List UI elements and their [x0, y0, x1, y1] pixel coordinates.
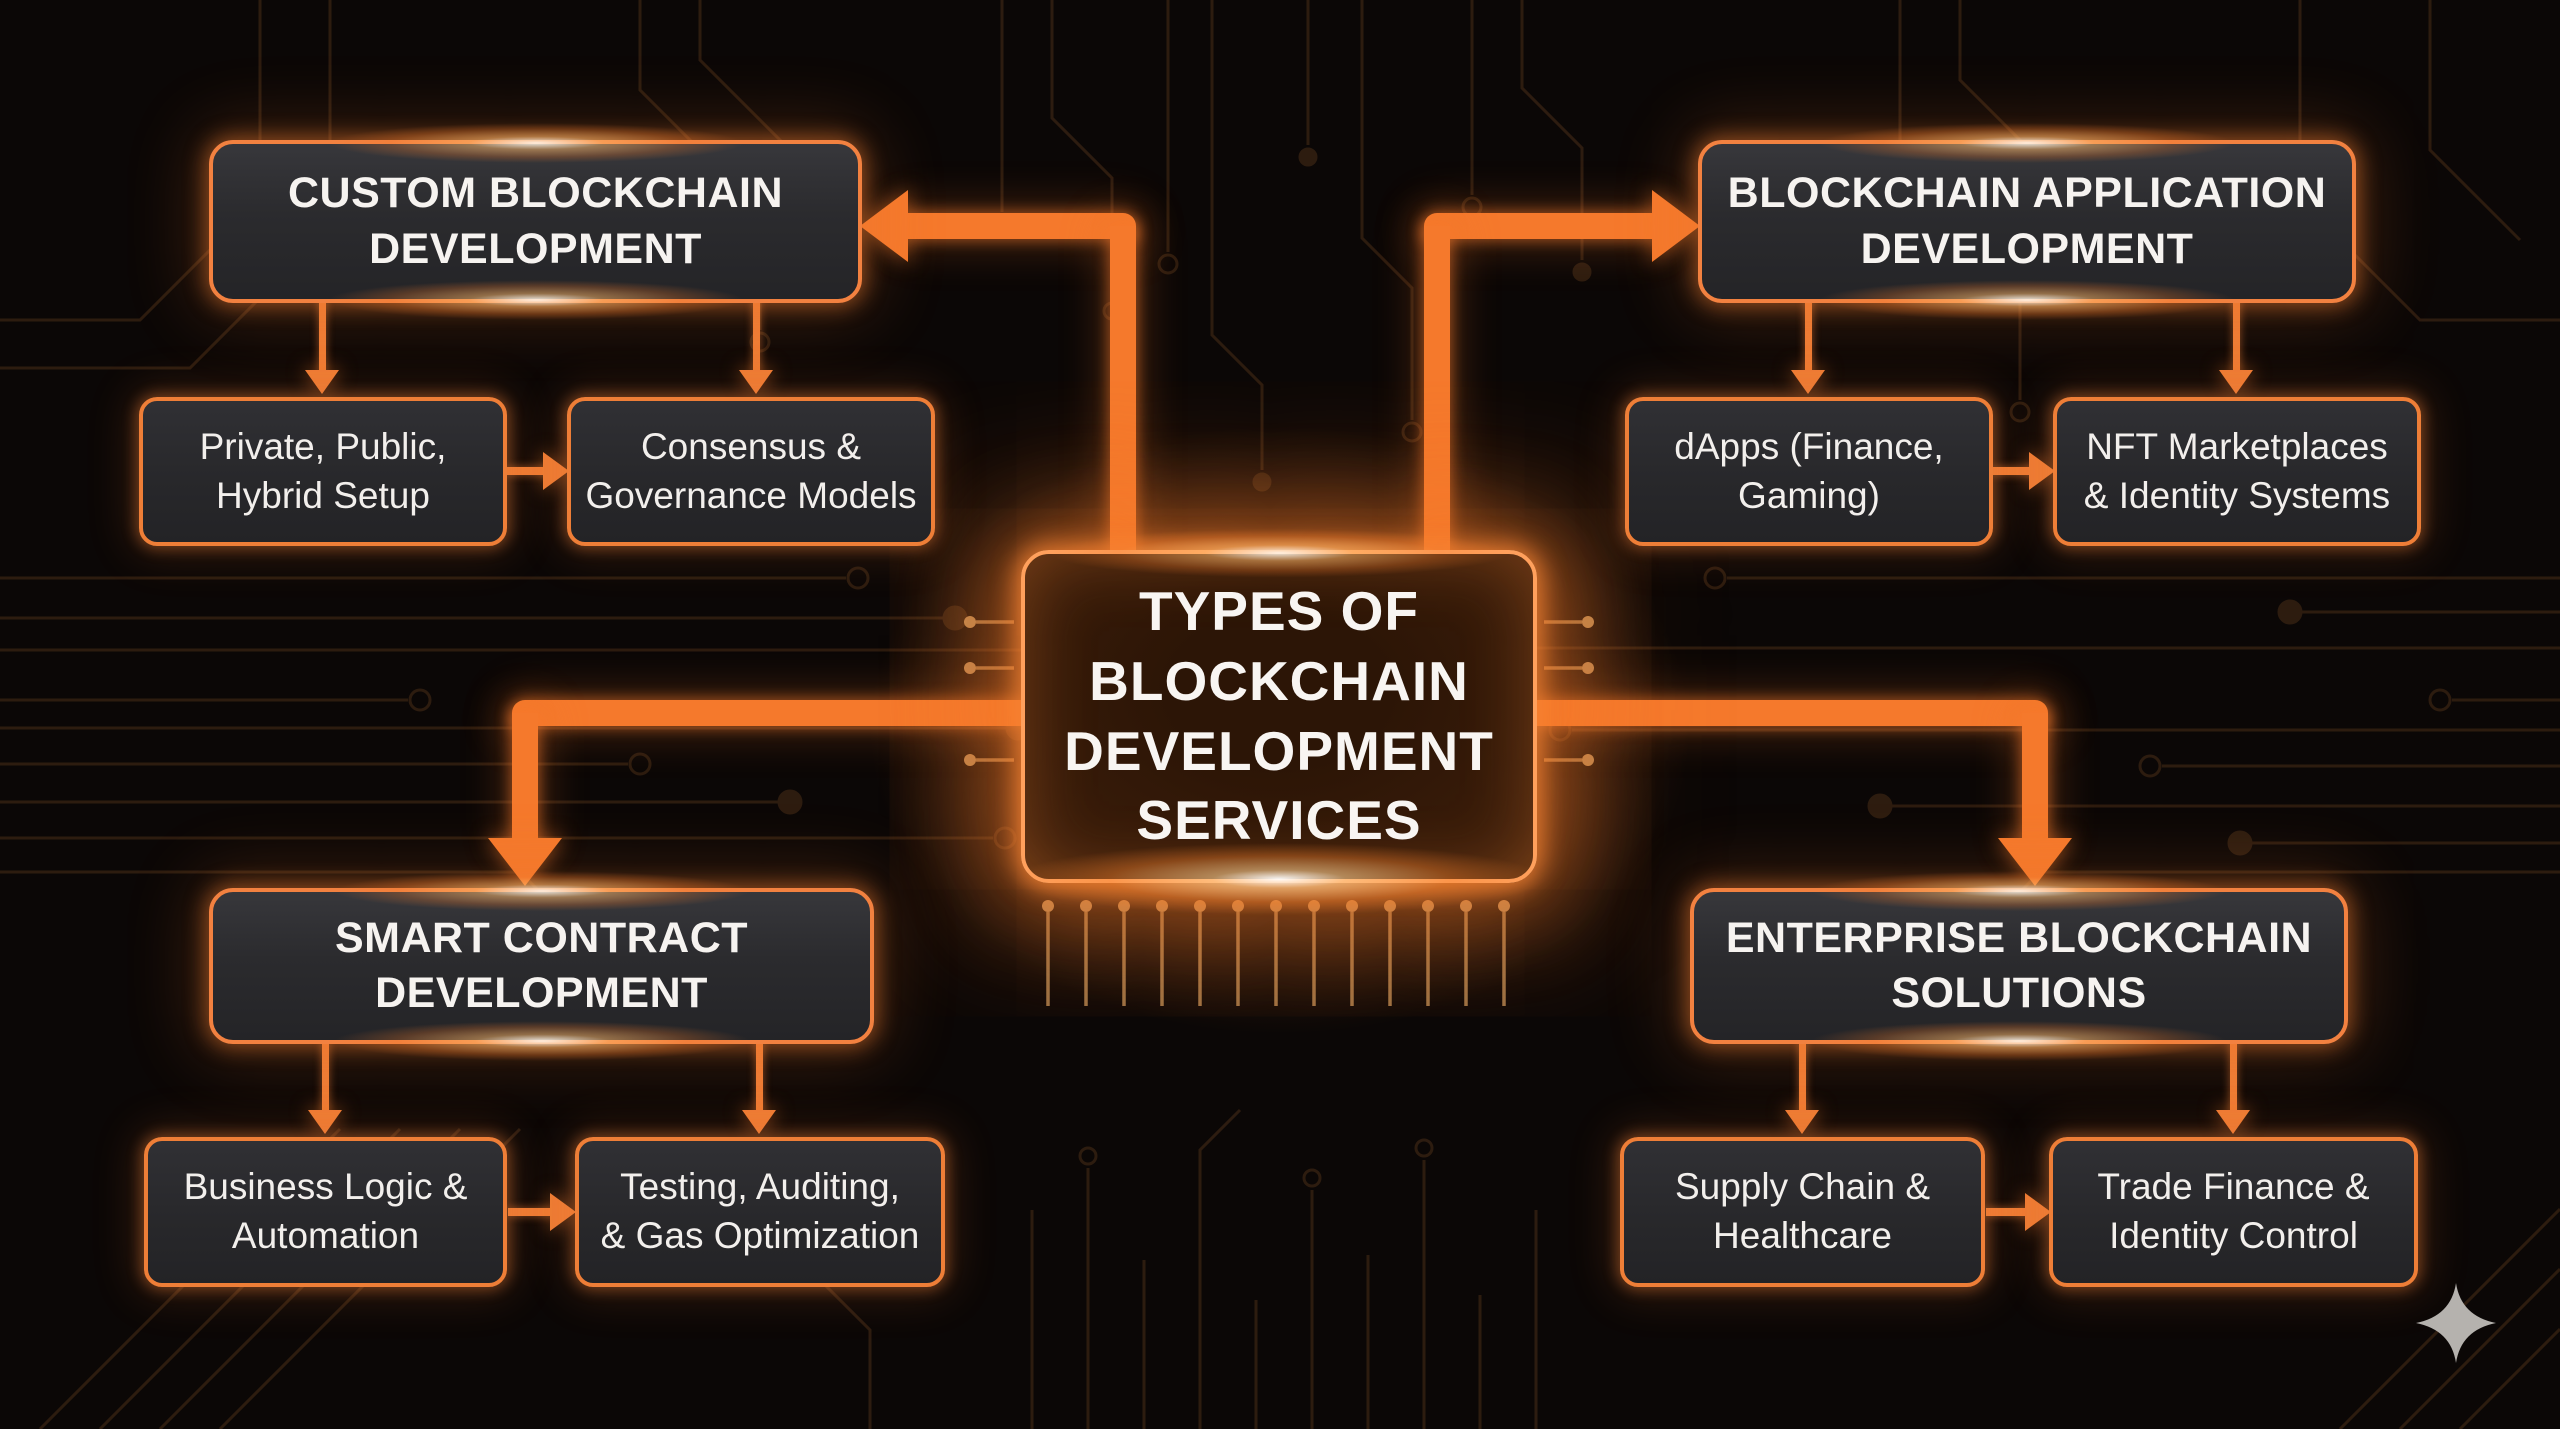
subtopic-label-line: Hybrid Setup [216, 474, 430, 516]
branch-label-line: SOLUTIONS [1891, 969, 2147, 1017]
title-line: BLOCKCHAIN [1089, 649, 1469, 712]
branch-label-line: CUSTOM BLOCKCHAIN [287, 169, 784, 218]
connector-application-to-child2 [2233, 300, 2240, 372]
subtopic-box-supply-chain-healthcare: Supply Chain & Healthcare [1620, 1137, 1985, 1287]
subtopic-label-line: Governance Models [585, 474, 917, 516]
title-line: SERVICES [1136, 789, 1422, 852]
arrowhead-right-icon [2025, 1193, 2051, 1231]
title-line: TYPES OF [1139, 579, 1419, 642]
subtopic-box-dapps-finance-gaming: dApps (Finance, Gaming) [1625, 397, 1993, 546]
subtopic-box-business-logic-automation: Business Logic & Automation [144, 1137, 507, 1287]
connector-private-to-consensus [507, 467, 547, 475]
branch-box-custom-blockchain-development: CUSTOM BLOCKCHAIN DEVELOPMENT [209, 116, 862, 327]
arrowhead-right-icon [2029, 452, 2055, 490]
arrow-center-to-application-horizontal [1424, 213, 1654, 239]
subtopic-label-line: Private, Public, [199, 425, 447, 467]
subtopic-label-line: Supply Chain & [1674, 1166, 1931, 1208]
connector-enterprise-to-child2 [2230, 1042, 2237, 1112]
connector-smart-to-child2 [756, 1042, 763, 1112]
arrowhead-down-icon [1791, 370, 1825, 394]
title-line: DEVELOPMENT [1064, 719, 1494, 782]
connector-custom-to-child2 [753, 300, 760, 372]
arrowhead-down-icon [488, 838, 562, 886]
subtopic-label-line: dApps (Finance, [1674, 425, 1944, 467]
arrow-center-to-smart-vertical [512, 713, 538, 841]
arrowhead-right-icon [1652, 190, 1700, 262]
branch-box-smart-contract-development: SMART CONTRACT DEVELOPMENT [209, 864, 874, 1068]
branch-box-blockchain-application-development: BLOCKCHAIN APPLICATION DEVELOPMENT [1698, 116, 2356, 327]
arrow-center-to-smart-horizontal [512, 700, 1024, 726]
subtopic-label-line: Healthcare [1713, 1215, 1892, 1256]
subtopic-label-line: NFT Marketplaces [2086, 425, 2388, 467]
subtopic-label-line: Testing, Auditing, [620, 1166, 900, 1208]
connector-application-to-child1 [1805, 300, 1812, 372]
arrowhead-down-icon [305, 370, 339, 394]
arrowhead-down-icon [1998, 838, 2072, 886]
arrowhead-down-icon [2216, 1110, 2250, 1134]
subtopic-label-line: Consensus & [640, 425, 862, 467]
center-title-box: TYPES OF BLOCKCHAIN DEVELOPMENT SERVICES [909, 520, 1649, 929]
branch-label-line: BLOCKCHAIN APPLICATION [1727, 169, 2327, 218]
page-title: TYPES OF BLOCKCHAIN DEVELOPMENT SERVICES [1064, 577, 1494, 856]
connector-smart-to-child1 [322, 1042, 329, 1112]
branch-label-line: DEVELOPMENT [375, 969, 708, 1017]
subtopic-label-line: & Gas Optimization [600, 1215, 920, 1256]
branch-label-line: DEVELOPMENT [369, 224, 702, 273]
arrowhead-right-icon [543, 452, 569, 490]
subtopic-box-testing-auditing-gas-optimization: Testing, Auditing, & Gas Optimization [575, 1137, 945, 1287]
branch-label-line: DEVELOPMENT [1860, 224, 2194, 273]
branch-label-line: SMART CONTRACT [334, 913, 749, 962]
connector-supply-to-trade [1986, 1208, 2028, 1216]
sparkle-icon [2416, 1283, 2496, 1363]
connector-dapps-to-nft [1993, 467, 2033, 475]
subtopic-box-private-public-hybrid-setup: Private, Public, Hybrid Setup [139, 397, 507, 546]
branch-label-line: ENTERPRISE BLOCKCHAIN [1725, 913, 2313, 962]
subtopic-label-line: Business Logic & [183, 1166, 468, 1208]
arrowhead-down-icon [739, 370, 773, 394]
arrow-center-to-application-vertical [1424, 226, 1450, 554]
branch-box-enterprise-blockchain-solutions: ENTERPRISE BLOCKCHAIN SOLUTIONS [1690, 864, 2348, 1068]
subtopic-label-line: Trade Finance & [2097, 1166, 2370, 1208]
arrowhead-down-icon [1785, 1110, 1819, 1134]
subtopic-box-nft-marketplaces-identity-systems: NFT Marketplaces & Identity Systems [2053, 397, 2421, 546]
arrow-center-to-enterprise-vertical [2022, 713, 2048, 841]
arrow-center-to-custom-vertical [1110, 226, 1136, 554]
subtopic-box-trade-finance-identity-control: Trade Finance & Identity Control [2049, 1137, 2418, 1287]
connector-custom-to-child1 [319, 300, 326, 372]
arrowhead-down-icon [308, 1110, 342, 1134]
arrow-center-to-custom-horizontal [906, 213, 1136, 239]
arrowhead-down-icon [742, 1110, 776, 1134]
arrow-center-to-enterprise-horizontal [1533, 700, 2048, 726]
subtopic-label-line: Identity Control [2109, 1215, 2358, 1256]
arrowhead-down-icon [2219, 370, 2253, 394]
connector-business-to-testing [508, 1208, 552, 1216]
arrowhead-left-icon [860, 190, 908, 262]
subtopic-label-line: Automation [231, 1215, 420, 1256]
subtopic-box-consensus-governance-models: Consensus & Governance Models [567, 397, 935, 546]
subtopic-label-line: Gaming) [1738, 474, 1880, 516]
arrowhead-right-icon [550, 1193, 576, 1231]
subtopic-label-line: & Identity Systems [2083, 474, 2391, 516]
connector-enterprise-to-child1 [1799, 1042, 1806, 1112]
